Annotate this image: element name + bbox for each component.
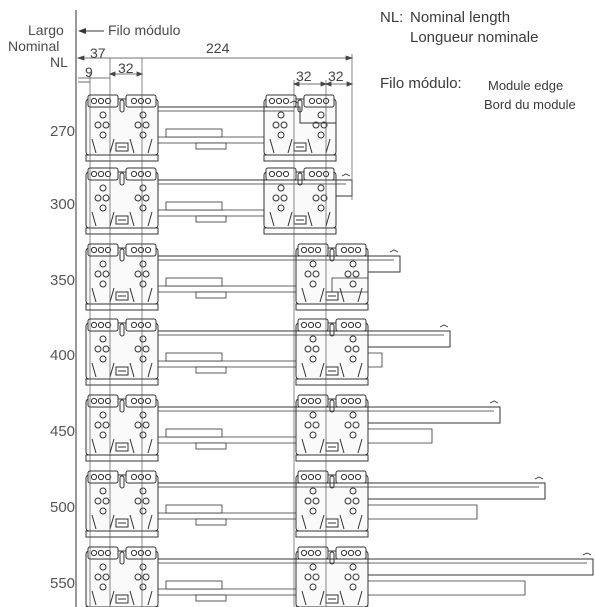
slide-mechanism	[165, 201, 223, 211]
row-label-500: 500	[50, 499, 76, 516]
slide-mechanism	[165, 277, 223, 287]
rear-bracket	[295, 470, 369, 538]
front-bracket	[85, 243, 159, 311]
rear-bracket	[263, 167, 337, 235]
front-bracket	[85, 318, 159, 386]
rail-extension	[368, 504, 478, 520]
row-label-550: 550	[50, 575, 76, 592]
rail-end-tab	[439, 324, 449, 328]
rail-end-tab	[341, 173, 351, 177]
row-label-350: 350	[50, 272, 76, 289]
front-bracket	[85, 167, 159, 235]
front-bracket	[85, 546, 159, 607]
rear-bracket	[295, 243, 369, 311]
slide-mechanism	[165, 504, 223, 514]
legend-filo-fr: Bord du module	[484, 97, 576, 112]
rail-upper	[158, 255, 401, 273]
runner-row-400	[85, 318, 451, 386]
rail-end-tab	[489, 400, 499, 404]
row-label-400: 400	[50, 347, 76, 364]
legend-nl-key: NL:	[380, 9, 404, 26]
rail-end-tab	[582, 552, 592, 556]
slide-mechanism	[165, 428, 223, 438]
runner-row-550	[85, 546, 594, 607]
slide-clip	[195, 215, 227, 223]
slide-clip	[195, 442, 227, 450]
dimension-9: 9	[85, 64, 93, 80]
slide-clip	[195, 142, 227, 150]
rail-upper	[158, 558, 594, 576]
rail-upper	[158, 330, 451, 348]
rail-extension	[368, 352, 383, 368]
row-label-450: 450	[50, 423, 76, 440]
legend-nl-en: Nominal length	[410, 9, 511, 26]
rail-upper	[158, 482, 546, 500]
slide-mechanism	[165, 352, 223, 362]
row-label-300: 300	[50, 196, 76, 213]
dimension-32-left: 32	[118, 60, 134, 76]
slide-clip	[195, 366, 227, 374]
header-nl: NL	[50, 54, 68, 70]
header-filo-modulo: Filo módulo	[108, 22, 181, 38]
rail-upper	[158, 406, 501, 424]
legend-filo-key: Filo módulo:	[380, 75, 462, 92]
rear-bracket	[295, 394, 369, 462]
runner-row-350	[85, 243, 401, 311]
dimension-37: 37	[90, 45, 106, 61]
rail-upper	[158, 106, 336, 124]
dimension-32-right-a: 32	[296, 68, 312, 84]
front-bracket	[85, 394, 159, 462]
header-nominal: Nominal	[8, 38, 60, 54]
legend-nl-fr: Longueur nominale	[410, 29, 539, 46]
runner-row-270	[85, 94, 337, 162]
rail-end-tab	[389, 249, 399, 253]
rear-bracket	[295, 318, 369, 386]
dimension-32-right-b: 32	[328, 68, 344, 84]
slide-clip	[195, 291, 227, 299]
slide-clip	[195, 518, 227, 526]
rail-extension	[331, 277, 368, 293]
slide-mechanism	[165, 580, 223, 590]
rear-bracket	[263, 94, 337, 162]
rail-extension	[368, 580, 526, 596]
rear-bracket	[295, 546, 369, 607]
dimension-224: 224	[206, 40, 230, 56]
front-bracket	[85, 94, 159, 162]
runner-row-300	[85, 167, 353, 235]
runner-row-450	[85, 394, 501, 462]
rail-end-tab	[534, 476, 544, 480]
header-largo: Largo	[28, 22, 64, 38]
rail-extension	[368, 428, 433, 444]
runner-row-500	[85, 470, 546, 538]
front-bracket	[85, 470, 159, 538]
row-label-270: 270	[50, 123, 76, 140]
slide-clip	[195, 594, 227, 602]
slide-mechanism	[165, 128, 223, 138]
legend-filo-en: Module edge	[488, 78, 564, 93]
